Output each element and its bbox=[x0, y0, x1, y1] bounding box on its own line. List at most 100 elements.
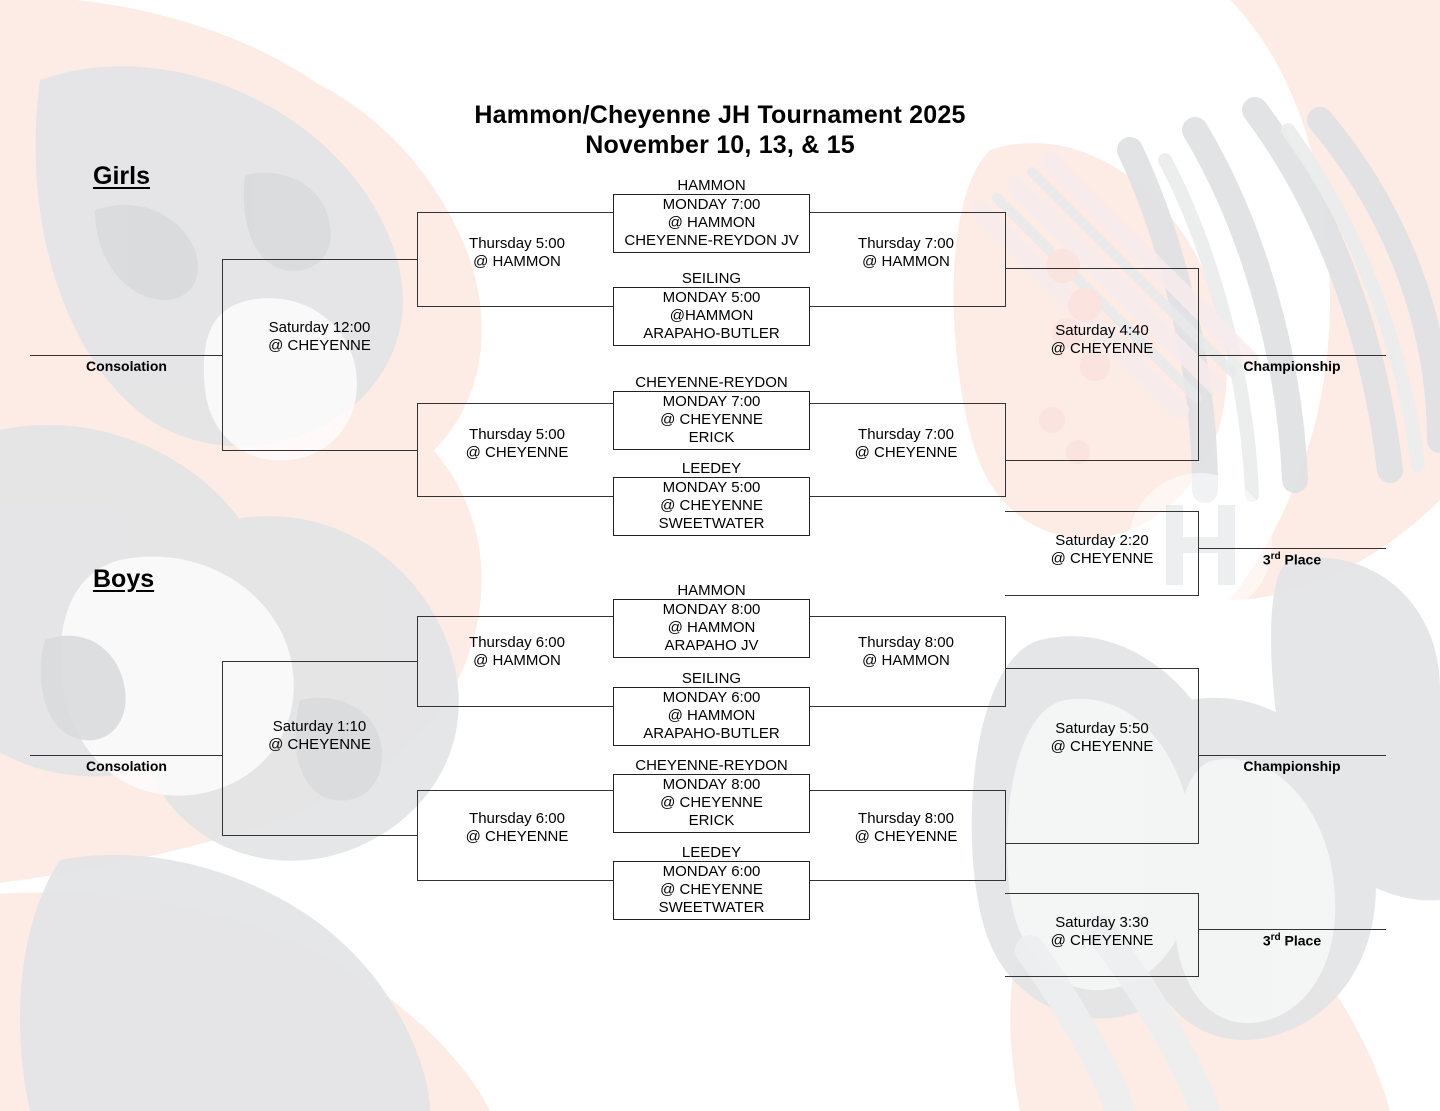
girls-round2-upper-label: Thursday 7:00 @ HAMMON bbox=[806, 235, 1006, 271]
girls-semifinal-upper-where: @ HAMMON bbox=[473, 253, 561, 270]
girls-round2-upper-top-line bbox=[806, 212, 1006, 213]
boys-semifinal-upper-bottom-line bbox=[417, 706, 617, 707]
girls-semifinal-upper-when: Thursday 5:00 bbox=[469, 235, 565, 252]
boys-championship-end-label: Championship bbox=[1243, 758, 1341, 774]
girls-game-1-bottom-team: CHEYENNE-REYDON JV bbox=[624, 232, 799, 249]
boys-round2-lower-top-line bbox=[806, 790, 1006, 791]
boys-game-4-bottom-team: SWEETWATER bbox=[658, 899, 765, 916]
boys-consolation-where: @ CHEYENNE bbox=[268, 736, 371, 753]
girls-semifinal-upper-label: Thursday 5:00 @ HAMMON bbox=[417, 235, 617, 271]
girls-semifinal-upper-top-line bbox=[417, 212, 617, 213]
title-line-2: November 10, 13, & 15 bbox=[585, 131, 855, 159]
boys-consolation-output-line bbox=[30, 755, 223, 756]
boys-round2-lower-where: @ CHEYENNE bbox=[854, 828, 958, 845]
girls-championship-output-line bbox=[1198, 355, 1386, 356]
boys-semifinal-upper-top-line bbox=[417, 616, 617, 617]
girls-game-4-bottom-team: SWEETWATER bbox=[658, 515, 765, 532]
girls-game-1-top-team: HAMMON bbox=[677, 177, 746, 194]
girls-consolation-when: Saturday 12:00 bbox=[268, 319, 371, 336]
boys-game-4-top-team: LEEDEY bbox=[681, 844, 742, 861]
boys-third-place-game-label: Saturday 3:30 @ CHEYENNE bbox=[1005, 914, 1199, 950]
boys-semifinal-lower-bottom-line bbox=[417, 880, 617, 881]
girls-championship-top-line bbox=[1005, 268, 1199, 269]
boys-game-4-daytime: MONDAY 6:00 bbox=[662, 863, 761, 880]
boys-third-place-bottom-line bbox=[1005, 976, 1199, 977]
girls-game-2-site: @HAMMON bbox=[669, 307, 754, 324]
boys-semifinal-lower-where: @ CHEYENNE bbox=[465, 828, 569, 845]
boys-consolation-end-label: Consolation bbox=[86, 758, 167, 774]
girls-championship-bottom-line bbox=[1005, 460, 1199, 461]
girls-round2-upper-where: @ HAMMON bbox=[862, 253, 950, 270]
girls-semifinal-lower-output-stub bbox=[222, 450, 418, 451]
boys-game-1-top-team: HAMMON bbox=[677, 582, 746, 599]
boys-third-place-output-line bbox=[1198, 929, 1386, 930]
boys-third-place-ordinal: rd bbox=[1270, 932, 1281, 943]
girls-round2-upper-when: Thursday 7:00 bbox=[858, 235, 954, 252]
girls-game-4-box[interactable]: MONDAY 5:00 @ CHEYENNE SWEETWATER bbox=[613, 477, 810, 536]
girls-round2-lower-label: Thursday 7:00 @ CHEYENNE bbox=[806, 426, 1006, 462]
boys-game-4-box[interactable]: MONDAY 6:00 @ CHEYENNE SWEETWATER bbox=[613, 861, 810, 920]
girls-third-place-where: @ CHEYENNE bbox=[1050, 550, 1154, 567]
boys-game-3-top-team: CHEYENNE-REYDON bbox=[635, 757, 788, 774]
girls-third-place-number: 3 bbox=[1262, 551, 1271, 568]
boys-section-header: Boys bbox=[93, 565, 155, 593]
boys-round2-lower-bottom-line bbox=[806, 880, 1006, 881]
girls-semifinal-upper-output-stub bbox=[222, 259, 418, 260]
boys-round2-upper-label: Thursday 8:00 @ HAMMON bbox=[806, 634, 1006, 670]
boys-semifinal-lower-output-stub bbox=[222, 835, 418, 836]
girls-round2-lower-where: @ CHEYENNE bbox=[854, 444, 958, 461]
girls-section-header: Girls bbox=[93, 162, 150, 190]
boys-game-2-daytime: MONDAY 6:00 bbox=[662, 689, 761, 706]
girls-game-1-site: @ HAMMON bbox=[667, 214, 756, 231]
girls-game-1-box[interactable]: MONDAY 7:00 @ HAMMON CHEYENNE-REYDON JV bbox=[613, 194, 810, 253]
boys-semifinal-upper-when: Thursday 6:00 bbox=[469, 634, 565, 651]
girls-consolation-end-label: Consolation bbox=[86, 358, 167, 374]
girls-round2-upper-bottom-line bbox=[806, 306, 1006, 307]
boys-third-place-number: 3 bbox=[1262, 932, 1271, 949]
boys-championship-bottom-line bbox=[1005, 843, 1199, 844]
boys-round2-lower-when: Thursday 8:00 bbox=[858, 810, 954, 827]
girls-third-place-top-line bbox=[1005, 511, 1199, 512]
boys-game-2-box[interactable]: MONDAY 6:00 @ HAMMON ARAPAHO-BUTLER bbox=[613, 687, 810, 746]
girls-third-place-output-line bbox=[1198, 548, 1386, 549]
girls-semifinal-lower-where: @ CHEYENNE bbox=[465, 444, 569, 461]
girls-game-2-box[interactable]: MONDAY 5:00 @HAMMON ARAPAHO-BUTLER bbox=[613, 287, 810, 346]
boys-game-1-site: @ HAMMON bbox=[667, 619, 756, 636]
boys-third-place-end-label: 3rd Place bbox=[1198, 932, 1386, 949]
girls-game-4-top-team: LEEDEY bbox=[681, 460, 742, 477]
boys-third-place-when: Saturday 3:30 bbox=[1055, 914, 1149, 931]
boys-game-2-top-team: SEILING bbox=[681, 670, 742, 687]
boys-round2-upper-bottom-line bbox=[806, 706, 1006, 707]
boys-game-2-site: @ HAMMON bbox=[667, 707, 756, 724]
girls-third-place-ordinal: rd bbox=[1270, 551, 1281, 562]
girls-third-place-bottom-line bbox=[1005, 595, 1199, 596]
boys-game-2-bottom-team: ARAPAHO-BUTLER bbox=[643, 725, 780, 742]
girls-consolation-where: @ CHEYENNE bbox=[268, 337, 371, 354]
girls-game-1-daytime: MONDAY 7:00 bbox=[662, 196, 761, 213]
boys-semifinal-upper-where: @ HAMMON bbox=[473, 652, 561, 669]
boys-championship-top-line bbox=[1005, 668, 1199, 669]
girls-game-4-daytime: MONDAY 5:00 bbox=[662, 479, 761, 496]
girls-game-3-box[interactable]: MONDAY 7:00 @ CHEYENNE ERICK bbox=[613, 391, 810, 450]
girls-round2-lower-bottom-line bbox=[806, 496, 1006, 497]
girls-game-2-bottom-team: ARAPAHO-BUTLER bbox=[643, 325, 780, 342]
boys-round2-upper-where: @ HAMMON bbox=[862, 652, 950, 669]
girls-semifinal-lower-bottom-line bbox=[417, 496, 617, 497]
girls-game-3-bottom-team: ERICK bbox=[688, 429, 735, 446]
boys-championship-output-line bbox=[1198, 755, 1386, 756]
girls-third-place-when: Saturday 2:20 bbox=[1055, 532, 1149, 549]
boys-game-3-box[interactable]: MONDAY 8:00 @ CHEYENNE ERICK bbox=[613, 774, 810, 833]
girls-game-2-daytime: MONDAY 5:00 bbox=[662, 289, 761, 306]
boys-game-4-site: @ CHEYENNE bbox=[660, 881, 763, 898]
boys-round2-upper-top-line bbox=[806, 616, 1006, 617]
boys-semifinal-lower-when: Thursday 6:00 bbox=[469, 810, 565, 827]
page-title: Hammon/Cheyenne JH Tournament 2025 Novem… bbox=[0, 100, 1440, 160]
boys-game-1-box[interactable]: MONDAY 8:00 @ HAMMON ARAPAHO JV bbox=[613, 599, 810, 658]
boys-semifinal-lower-top-line bbox=[417, 790, 617, 791]
boys-game-1-daytime: MONDAY 8:00 bbox=[662, 601, 761, 618]
girls-championship-where: @ CHEYENNE bbox=[1050, 340, 1154, 357]
boys-round2-upper-when: Thursday 8:00 bbox=[858, 634, 954, 651]
girls-round2-lower-when: Thursday 7:00 bbox=[858, 426, 954, 443]
girls-consolation-game-label: Saturday 12:00 @ CHEYENNE bbox=[222, 319, 417, 355]
